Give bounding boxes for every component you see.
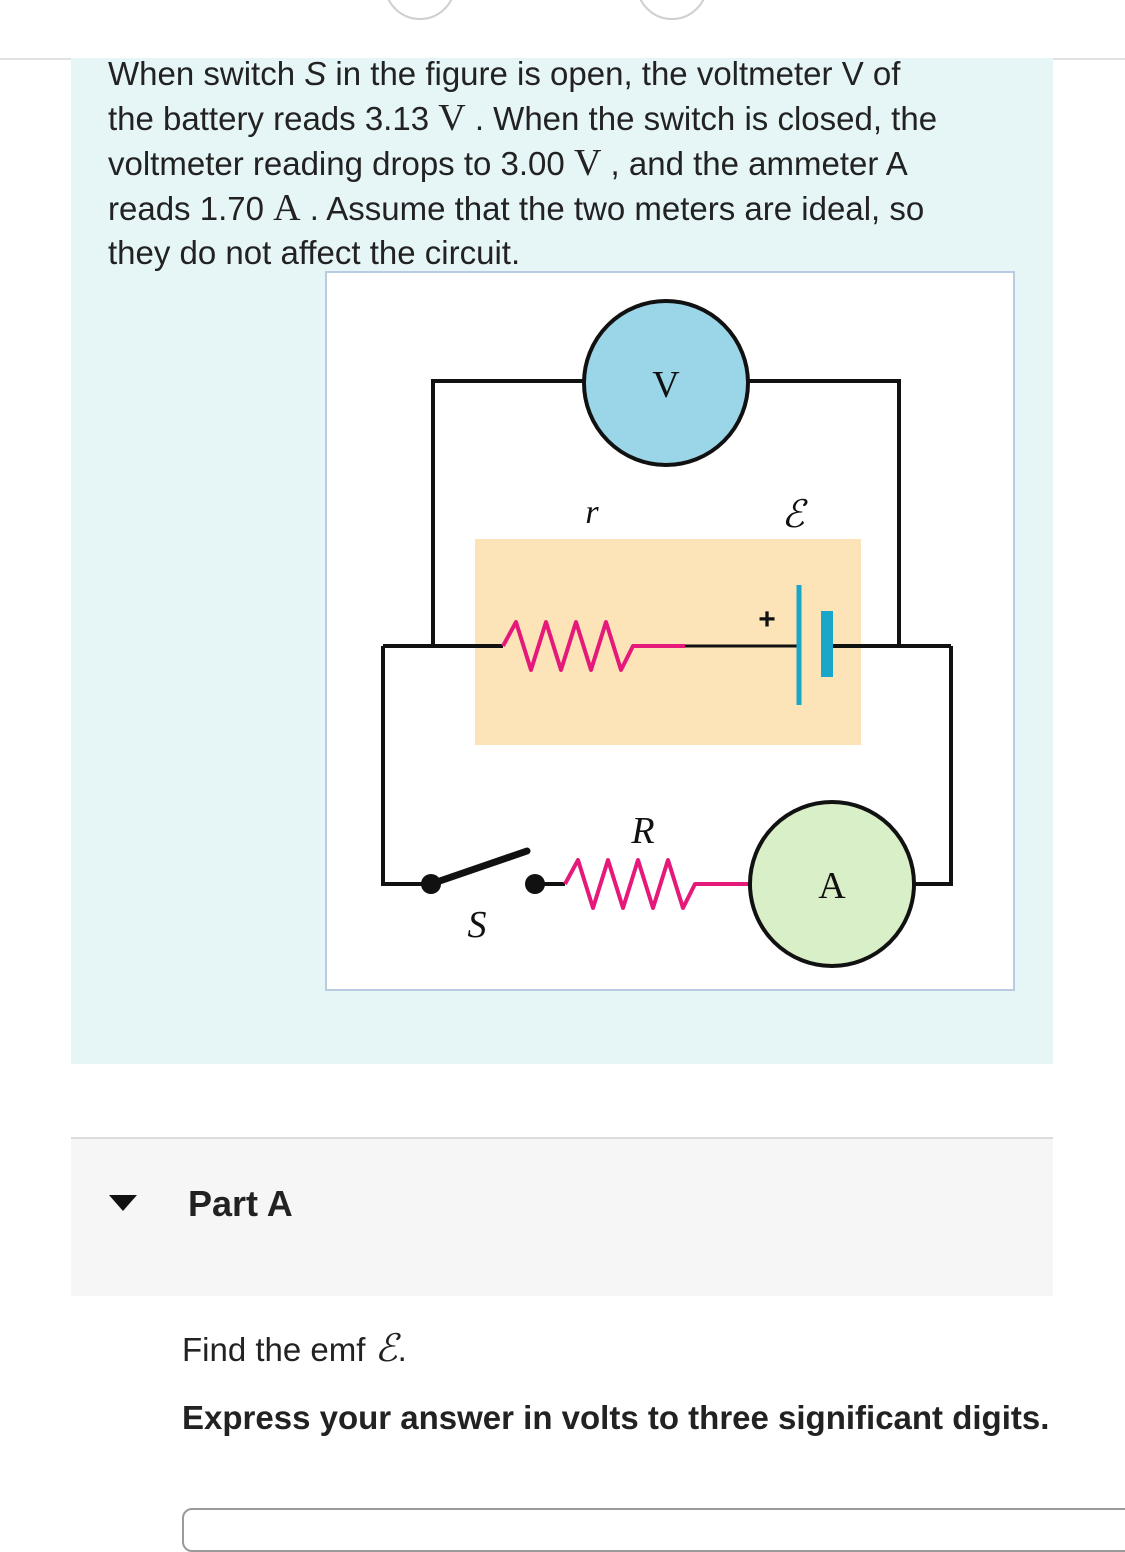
problem-line-1: When switch S in the figure is open, the… (108, 52, 1028, 96)
question-text: Find the emf (182, 1331, 375, 1368)
load-resistor-label: R (630, 810, 654, 852)
voltmeter (582, 299, 750, 467)
unit-volt: V (438, 97, 466, 139)
problem-line-5: they do not affect the circuit. (108, 234, 521, 271)
battery-region (475, 539, 861, 745)
nav-circle-button-right[interactable] (636, 0, 708, 20)
voltmeter-label: V (652, 364, 680, 406)
text-segment: When switch (108, 55, 305, 92)
circuit-figure[interactable]: V A r ℰ + R S (325, 271, 1015, 991)
problem-line-4: reads 1.70 A . Assume that the two meter… (108, 186, 1028, 231)
circuit-diagram: V A r ℰ + R S (381, 299, 953, 968)
problem-line-3: voltmeter reading drops to 3.00 V , and … (108, 141, 1028, 186)
unit-ampere: A (273, 187, 301, 229)
text-segment: . Assume that the two meters are ideal, … (300, 190, 925, 227)
wire-voltmeter-left (431, 379, 585, 646)
battery-plus-label: + (758, 603, 776, 636)
wire-voltmeter-right (747, 379, 901, 646)
problem-statement: When switch S in the figure is open, the… (108, 52, 1028, 275)
part-title: Part A (188, 1183, 293, 1224)
answer-instructions: Express your answer in volts to three si… (182, 1399, 1050, 1436)
text-segment: in the figure is open, the voltmeter V o… (326, 55, 901, 92)
switch-lever (427, 847, 531, 888)
switch-label: S (468, 904, 487, 946)
top-navigation-bar (0, 0, 1125, 60)
text-segment: the battery reads 3.13 (108, 100, 439, 137)
ammeter (748, 800, 916, 968)
load-resistor-R (563, 858, 749, 910)
ammeter-label: A (818, 865, 846, 907)
collapse-triangle-icon[interactable] (109, 1195, 137, 1211)
problem-line-2: the battery reads 3.13 V . When the swit… (108, 96, 1028, 141)
battery-negative-plate (821, 611, 833, 677)
answer-input-box[interactable] (182, 1508, 1125, 1552)
internal-resistance-label: r (585, 494, 599, 531)
wire-outer-right (911, 646, 953, 886)
emf-symbol: ℰ (374, 1328, 398, 1370)
text-segment: , and the ammeter A (601, 145, 908, 182)
part-question: Find the emf ℰ. (182, 1326, 407, 1371)
unit-volt: V (573, 142, 602, 184)
nav-circle-button-left[interactable] (384, 0, 456, 20)
wire-outer-left (381, 646, 431, 886)
internal-resistor-r (501, 620, 685, 672)
part-a-header[interactable]: Part A (71, 1137, 1053, 1296)
emf-label: ℰ (781, 494, 808, 536)
text-segment: . When the switch is closed, the (465, 100, 938, 137)
text-segment: reads 1.70 (108, 190, 274, 227)
text-segment: voltmeter reading drops to 3.00 (108, 145, 574, 182)
switch-symbol: S (304, 55, 327, 92)
question-period: . (397, 1331, 407, 1368)
